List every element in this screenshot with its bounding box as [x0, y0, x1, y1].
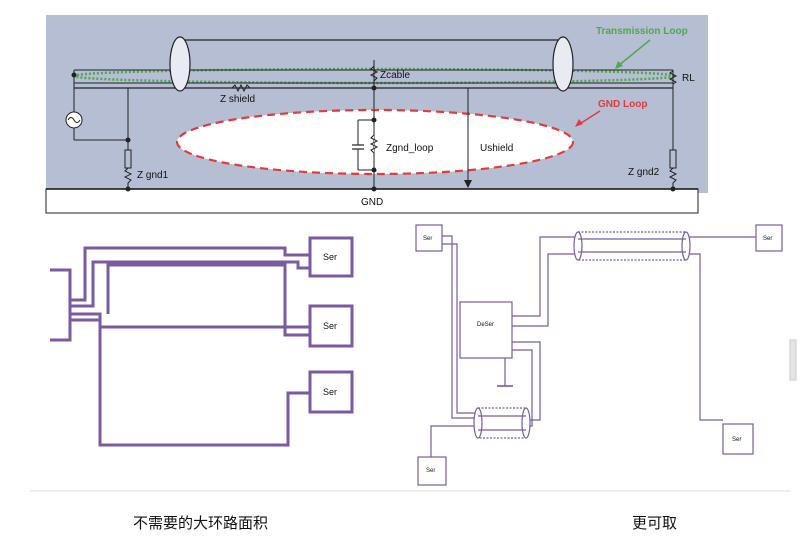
rl-label: RL — [682, 73, 695, 84]
ser-top-left-label: Ser — [423, 236, 432, 242]
deser-label: DeSer — [477, 322, 494, 328]
wire-tl-a — [441, 235, 478, 419]
zcable-resistor — [369, 65, 379, 82]
left-diagram — [50, 236, 354, 447]
wire-ser2-a — [70, 312, 310, 329]
ground-plane — [45, 188, 699, 214]
gnd-loop-label: GND Loop — [598, 99, 647, 110]
ser-box-top-right — [755, 224, 783, 252]
wire-tl-b — [441, 243, 478, 414]
bottom-cable — [477, 407, 527, 439]
ser-box-top-left — [415, 224, 443, 252]
right-scrollbar-hint — [789, 339, 797, 381]
wire-ser2-b — [106, 263, 310, 337]
wire-ser1-b — [70, 260, 310, 308]
zgnd1-resistor — [124, 149, 132, 169]
ser-top-right-label: Ser — [763, 236, 772, 242]
wire-ser1-a — [70, 246, 310, 302]
wire-big-loop — [70, 318, 310, 447]
top-diagram: Z gnd1 Z shield Zcable Zgnd_loop — [45, 15, 708, 214]
cable-end-left — [169, 36, 191, 92]
left-connector — [50, 268, 72, 342]
gnd-label: GND — [361, 197, 383, 208]
transmission-loop-label: Transmission Loop — [596, 26, 688, 37]
wire-bot-cable-a — [512, 341, 541, 421]
ser-box-1 — [308, 236, 354, 278]
cable-end-right — [552, 36, 574, 92]
ser-box-3-label: Ser — [323, 387, 337, 397]
wire-top-cable-b — [512, 253, 723, 421]
transmission-loop-arrow — [617, 39, 651, 67]
zgnd1-label: Z gnd1 — [137, 170, 169, 181]
caption-left: 不需要的大环路面积 — [133, 514, 269, 532]
ser-box-bottom-right — [722, 423, 754, 455]
ushield-label: Ushield — [480, 143, 513, 154]
rl-resistor — [668, 70, 678, 85]
zcable-label: Zcable — [380, 70, 410, 81]
wire-bl — [430, 425, 478, 457]
ser-bottom-right-label: Ser — [732, 437, 741, 443]
caption-right: 更可取 — [632, 514, 678, 532]
zshield-resistor — [231, 83, 251, 93]
zgnd-loop-label-overlay: Zgnd_loop — [386, 143, 434, 154]
ser-bottom-left-label: Ser — [426, 468, 435, 474]
ser-box-3 — [308, 370, 354, 414]
right-diagram — [415, 224, 783, 486]
ser-box-2 — [308, 304, 354, 348]
top-cable — [577, 231, 687, 261]
zshield-label: Z shield — [220, 94, 255, 105]
ser-box-bottom-left — [417, 456, 447, 486]
ser-box-1-label: Ser — [323, 252, 337, 262]
ser-box-2-label: Ser — [323, 321, 337, 331]
zgnd2-label: Z gnd2 — [628, 167, 660, 178]
deser-box — [459, 301, 513, 359]
